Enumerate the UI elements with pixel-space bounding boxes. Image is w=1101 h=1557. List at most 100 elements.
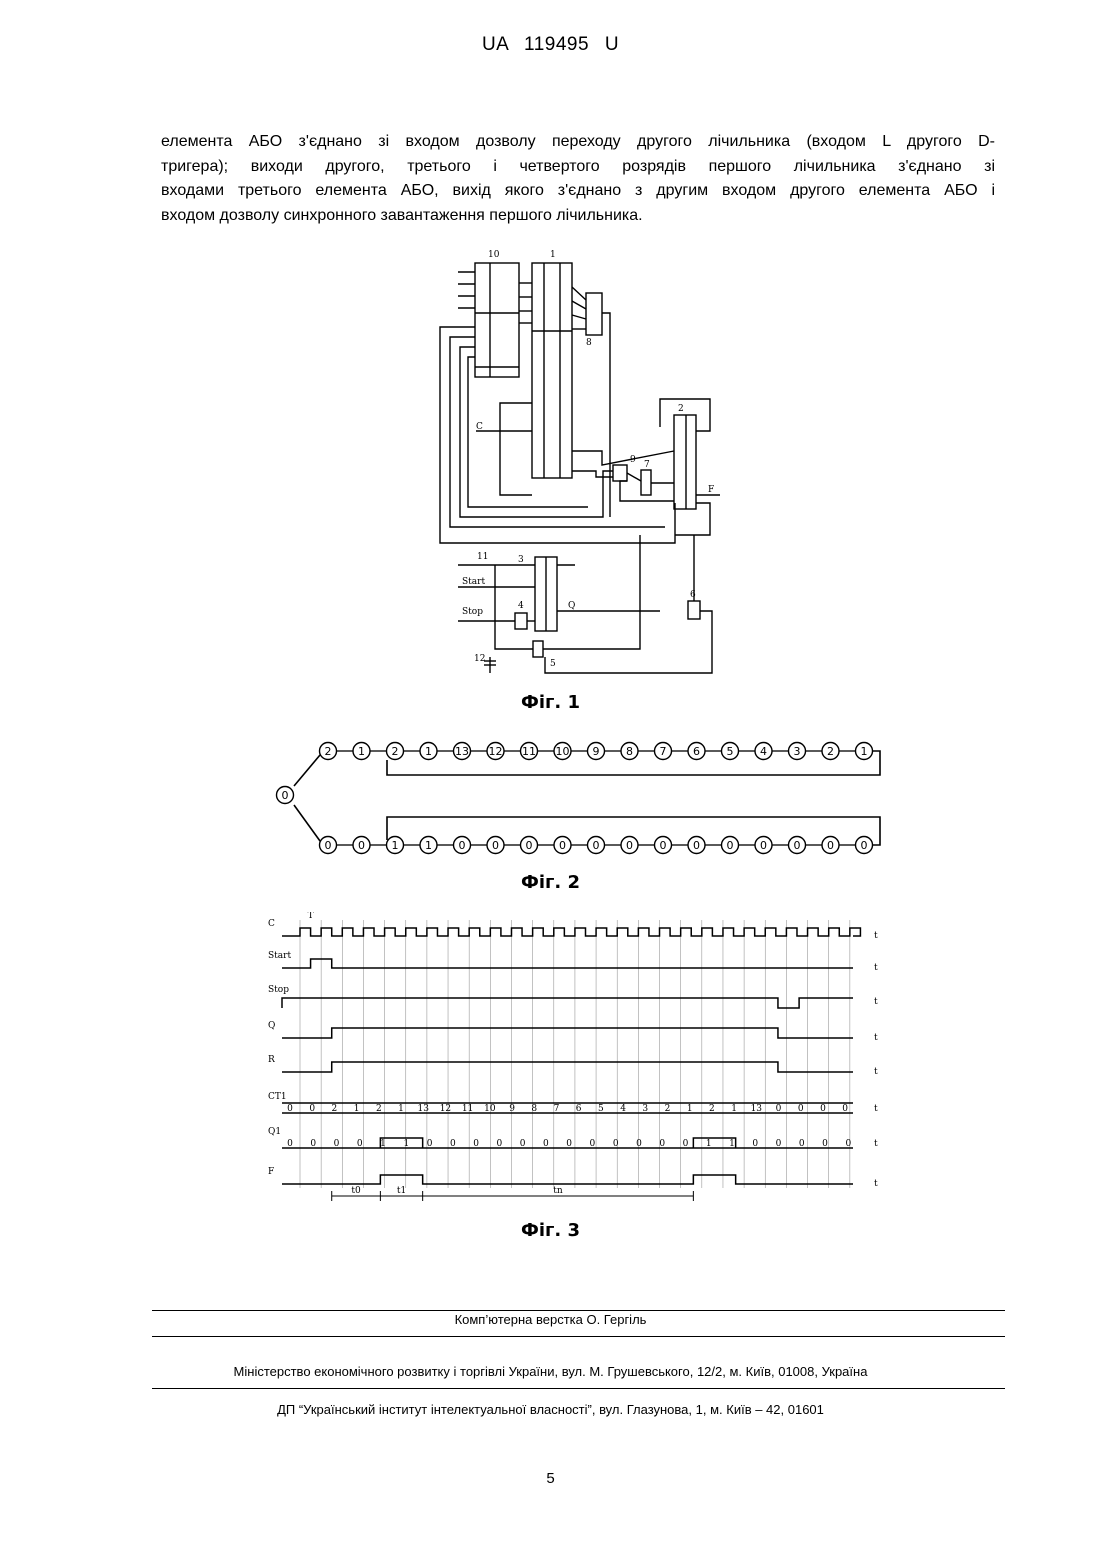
counter-value: 1 (687, 1104, 693, 1114)
svg-text:0: 0 (660, 839, 667, 852)
q1-pulse (380, 1138, 422, 1148)
time-axis-label: t (874, 931, 878, 941)
time-axis-label: t (874, 1104, 878, 1114)
svg-text:6: 6 (693, 745, 700, 758)
state-node-bottom: 0 (755, 837, 772, 854)
svg-text:0: 0 (459, 839, 466, 852)
counter-value: 1 (354, 1104, 360, 1114)
q1-value: 0 (636, 1139, 642, 1149)
layout-credit: Комп’ютерна верстка О. Гергіль (0, 1312, 1101, 1327)
svg-text:3: 3 (794, 745, 801, 758)
figure-1-caption: Фіг. 1 (0, 692, 1101, 713)
start-input-label: Start (462, 577, 485, 587)
counter-value: 7 (554, 1104, 560, 1114)
q1-value: 0 (473, 1139, 479, 1149)
svg-text:12: 12 (489, 745, 503, 758)
state-node-top: 5 (722, 743, 739, 760)
svg-text:9: 9 (593, 745, 600, 758)
stop-waveform (282, 998, 853, 1008)
block-label: 11 (477, 552, 488, 562)
stop-input-label: Stop (462, 607, 483, 617)
svg-text:0: 0 (693, 839, 700, 852)
q1-value: 0 (427, 1139, 433, 1149)
state-node-bottom: 0 (655, 837, 672, 854)
body-line: тригера); виходи другого, третього і чет… (161, 155, 995, 180)
q-waveform (282, 1028, 853, 1038)
counter-block (532, 263, 572, 478)
counter-value: 3 (642, 1104, 648, 1114)
counter-value: 0 (287, 1104, 293, 1114)
svg-text:1: 1 (861, 745, 868, 758)
svg-text:0: 0 (760, 839, 767, 852)
counter-value: 0 (309, 1104, 315, 1114)
svg-text:2: 2 (827, 745, 834, 758)
body-line: входами третього елемента АБО, вихід яко… (161, 179, 995, 204)
footer-divider (152, 1310, 1005, 1311)
counter-value: 2 (709, 1104, 715, 1114)
block-label: 2 (678, 404, 684, 414)
block-label: 3 (518, 555, 524, 565)
q1-value: 0 (776, 1139, 782, 1149)
f-waveform (282, 1175, 853, 1184)
block-label: 12 (474, 654, 485, 664)
state-node-bottom: 0 (320, 837, 337, 854)
interval-label: tn (553, 1186, 563, 1196)
q1-value: 0 (683, 1139, 689, 1149)
svg-text:0: 0 (794, 839, 801, 852)
counter-value: 12 (440, 1104, 451, 1114)
svg-text:0: 0 (593, 839, 600, 852)
state-node-bottom: 0 (487, 837, 504, 854)
state-node-start: 0 (277, 787, 294, 804)
document-header: UA 119495 U (0, 34, 1101, 56)
state-node-top: 11 (521, 743, 538, 760)
state-node-top: 9 (588, 743, 605, 760)
q-output-label: Q (568, 601, 575, 611)
q1-value: 0 (287, 1139, 293, 1149)
svg-text:0: 0 (727, 839, 734, 852)
svg-text:10: 10 (556, 745, 570, 758)
q1-value: 0 (520, 1139, 526, 1149)
multiplexer-block (475, 263, 519, 377)
counter-value: 2 (376, 1104, 382, 1114)
footer-divider (152, 1388, 1005, 1389)
block-label: 8 (586, 338, 592, 348)
state-node-top: 7 (655, 743, 672, 760)
signal-label: Q (268, 1021, 275, 1031)
counter-value: 0 (820, 1104, 826, 1114)
svg-text:0: 0 (282, 789, 289, 802)
state-node-top: 2 (320, 743, 337, 760)
counter-value: 2 (332, 1104, 338, 1114)
block-label: 6 (690, 590, 696, 600)
counter-value: 0 (776, 1104, 782, 1114)
q1-value: 1 (706, 1139, 712, 1149)
svg-text:0: 0 (827, 839, 834, 852)
signal-label: Stop (268, 985, 289, 995)
svg-text:1: 1 (358, 745, 365, 758)
counter-value: 6 (576, 1104, 582, 1114)
counter-value: 11 (462, 1104, 473, 1114)
time-axis-label: t (874, 1067, 878, 1077)
svg-text:0: 0 (492, 839, 499, 852)
state-node-bottom: 0 (588, 837, 605, 854)
state-node-top: 2 (387, 743, 404, 760)
figure-2-state-diagram: 0 212113121110987654321 0011000000000000… (270, 735, 890, 860)
state-node-bottom: 0 (554, 837, 571, 854)
interval-label: t1 (397, 1186, 406, 1196)
state-node-bottom: 1 (387, 837, 404, 854)
svg-text:1: 1 (392, 839, 399, 852)
institute-address: ДП “Український інститут інтелектуальної… (0, 1402, 1101, 1417)
state-node-top: 1 (353, 743, 370, 760)
q1-value: 0 (334, 1139, 340, 1149)
signal-label: F (268, 1167, 274, 1177)
counter-value: 4 (620, 1104, 626, 1114)
q1-value: 1 (729, 1139, 735, 1149)
state-node-top: 1 (856, 743, 873, 760)
q1-value: 0 (566, 1139, 572, 1149)
svg-text:2: 2 (325, 745, 332, 758)
counter-value: 13 (418, 1104, 430, 1114)
start-waveform (282, 959, 853, 968)
state-node-bottom: 0 (856, 837, 873, 854)
q1-value: 1 (403, 1139, 409, 1149)
signal-label: R (268, 1055, 275, 1065)
counter-value: 10 (484, 1104, 496, 1114)
